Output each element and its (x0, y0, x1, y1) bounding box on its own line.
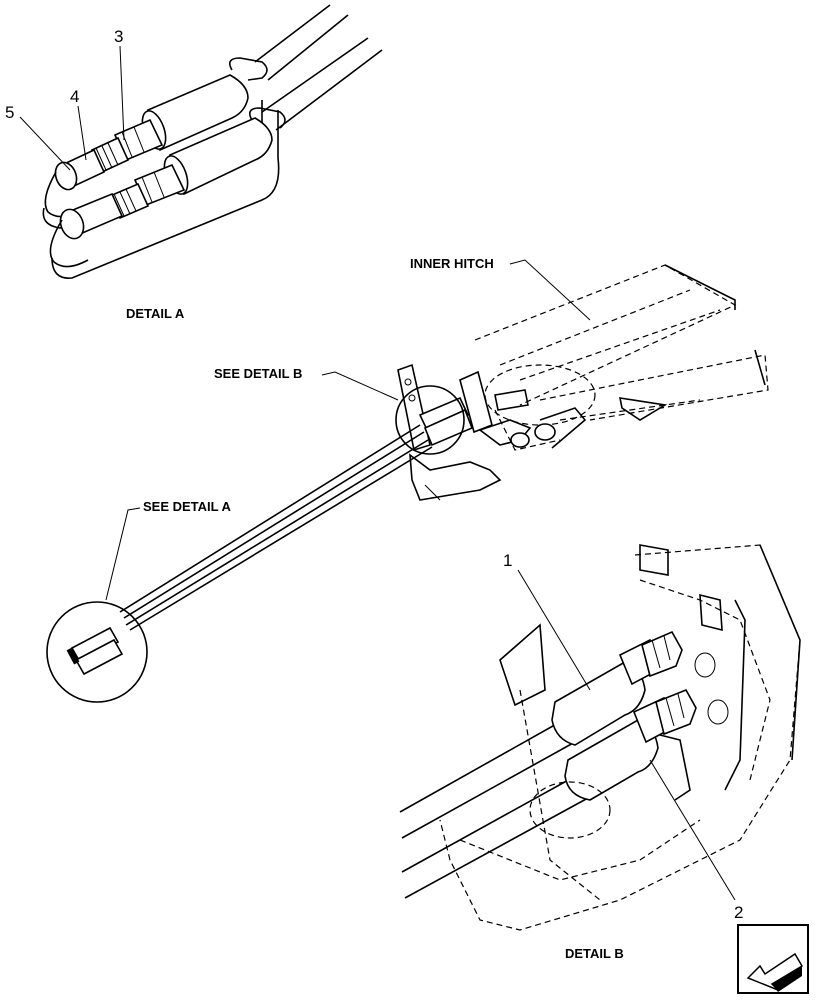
see-detail-a-label: SEE DETAIL A (143, 499, 231, 514)
callout-1: 1 (503, 551, 512, 570)
inner-hitch-label: INNER HITCH (410, 256, 494, 271)
hitch-assembly-view (46, 259, 769, 703)
callout-5: 5 (5, 103, 14, 122)
callout-3: 3 (114, 27, 123, 46)
callout-2: 2 (734, 903, 743, 922)
detail-b-label: DETAIL B (565, 946, 624, 961)
detail-a-label: DETAIL A (126, 306, 185, 321)
callout-4: 4 (70, 87, 79, 106)
detail-a-illustration (19, 4, 383, 279)
detail-b-illustration (399, 544, 801, 931)
navigation-arrow-icon[interactable] (737, 924, 809, 994)
see-detail-b-label: SEE DETAIL B (214, 366, 302, 381)
